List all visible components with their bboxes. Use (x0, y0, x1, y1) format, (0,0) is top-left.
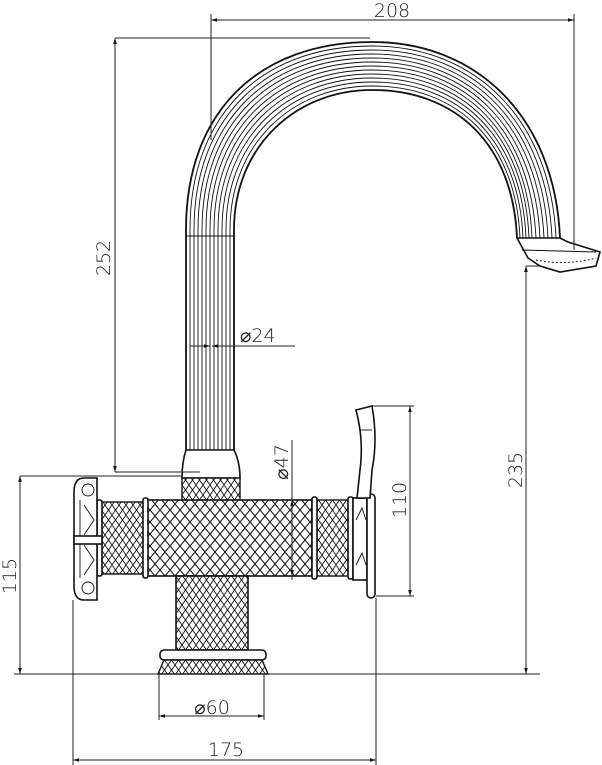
dimension-lines (14, 14, 575, 765)
dim-label-total-width: 175 (208, 739, 244, 761)
base-ring (159, 649, 267, 661)
dim-label-handle-height: 110 (389, 482, 411, 518)
faucet-body (73, 405, 376, 675)
spout-nozzle (515, 237, 601, 273)
spout (185, 41, 601, 450)
dim-label-body-height: 115 (0, 558, 21, 594)
dim-label-base-diameter: ⌀60 (194, 697, 230, 719)
handle-lever[interactable] (355, 405, 376, 499)
dim-label-total-height: 252 (93, 240, 115, 276)
dim-label-spout-diameter: ⌀24 (240, 325, 276, 347)
base (156, 659, 270, 675)
dim-label-outlet-height: 235 (505, 452, 527, 488)
dim-label-body-diameter: ⌀47 (271, 444, 293, 480)
dim-label-spout-reach: 208 (374, 0, 410, 22)
